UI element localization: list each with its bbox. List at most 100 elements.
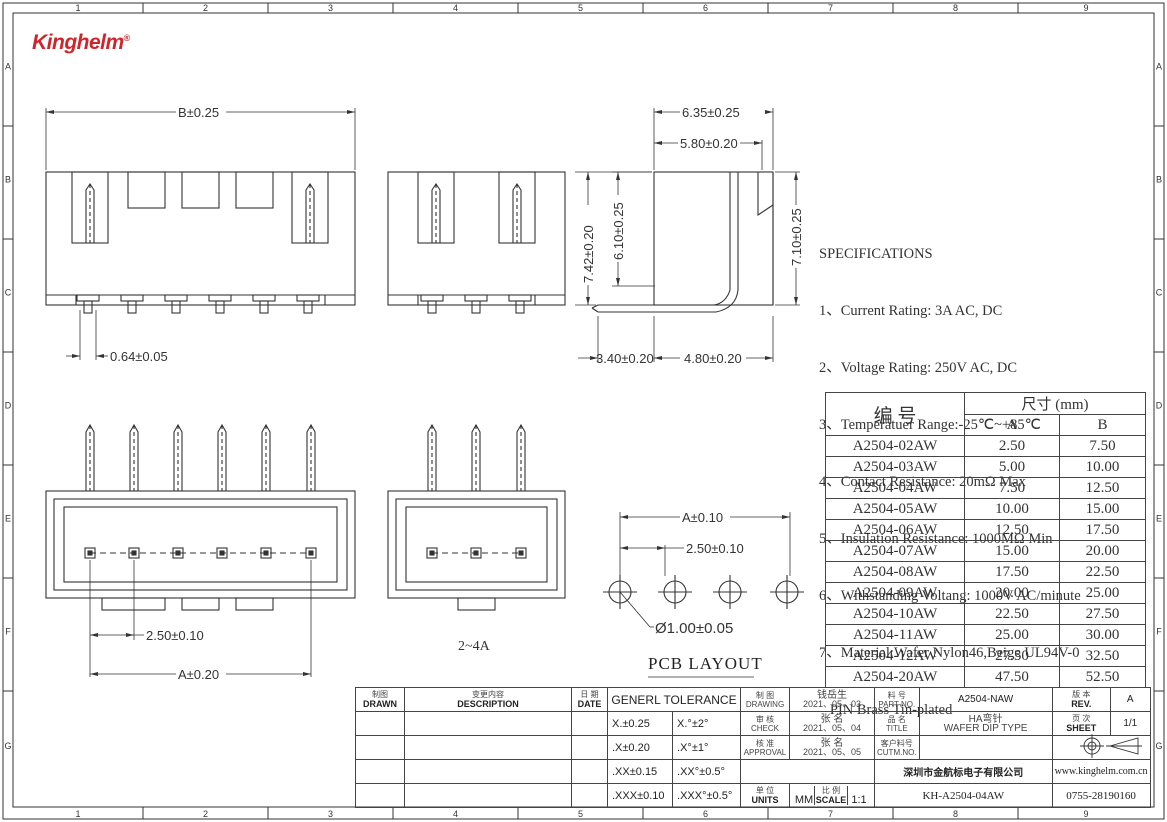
pin-foot <box>171 300 181 314</box>
dim-side-b1: 3.40±0.20 <box>596 351 654 366</box>
size-cell-code: A2504-12AW <box>825 645 965 667</box>
sheet-value: 1/1 <box>1110 711 1151 736</box>
column-number: 8 <box>953 809 958 819</box>
pin-base <box>208 294 232 302</box>
column-number: 3 <box>328 3 333 13</box>
column-number: 8 <box>953 3 958 13</box>
size-cell-code: A2504-11AW <box>825 624 965 646</box>
pin-base <box>252 294 276 302</box>
top-view <box>45 423 356 611</box>
pin-foot <box>303 300 313 314</box>
tol-cell: X.°±2° <box>672 711 741 736</box>
size-table-header-code: 编 号 <box>825 392 965 436</box>
size-cell-a: 10.00 <box>964 498 1060 520</box>
pin-foot <box>427 300 437 314</box>
column-number: 5 <box>578 3 583 13</box>
dim-pcb-pitch: 2.50±0.10 <box>686 541 744 556</box>
size-cell-b: 17.50 <box>1059 519 1146 541</box>
small-front-view <box>387 171 566 314</box>
size-cell-code: A2504-06AW <box>825 519 965 541</box>
pin-square <box>128 547 140 559</box>
size-cell-code: A2504-07AW <box>825 540 965 562</box>
column-number: 7 <box>828 3 833 13</box>
row-letter: A <box>1156 62 1162 72</box>
size-cell-code: A2504-05AW <box>825 498 965 520</box>
pin-square <box>470 547 482 559</box>
size-table-col-a: A <box>964 414 1060 436</box>
size-cell-code: A2504-09AW <box>825 582 965 604</box>
row-letter: F <box>1156 627 1162 637</box>
dim-pin-width: 0.64±0.05 <box>110 349 168 364</box>
row-letter: D <box>1156 401 1163 411</box>
pin-foot <box>259 300 269 314</box>
dim-pcb-span: A±0.10 <box>682 510 723 525</box>
column-number: 7 <box>828 809 833 819</box>
size-cell-a: 20.00 <box>964 582 1060 604</box>
column-number: 5 <box>578 809 583 819</box>
size-cell-b: 12.50 <box>1059 477 1146 499</box>
dim-side-b2: 4.80±0.20 <box>684 351 742 366</box>
size-cell-b: 15.00 <box>1059 498 1146 520</box>
dim-front-width: B±0.25 <box>178 105 219 120</box>
pin-base <box>76 294 100 302</box>
size-cell-code: A2504-03AW <box>825 456 965 478</box>
column-number: 3 <box>328 809 333 819</box>
pin-base <box>420 294 444 302</box>
tolerance-title: GENERL TOLERANCE <box>607 687 741 712</box>
pin-foot <box>215 300 225 314</box>
row-letter: C <box>1156 288 1163 298</box>
scale-value: 1:1 <box>851 793 867 806</box>
side-view <box>591 171 774 313</box>
size-table-col-b: B <box>1059 414 1146 436</box>
row-letter: F <box>5 627 11 637</box>
pcb-layout-title: PCB LAYOUT <box>648 654 763 673</box>
column-number: 6 <box>703 3 708 13</box>
tol-cell: .XX±0.15 <box>606 759 674 784</box>
tol-cell: .XXX±0.10 <box>606 783 674 808</box>
column-number: 2 <box>203 3 208 13</box>
row-letter: B <box>5 175 11 185</box>
brand-logo: Kinghelm® <box>32 31 130 54</box>
column-number: 9 <box>1083 809 1088 819</box>
dim-top-span: A±0.20 <box>178 667 219 682</box>
size-cell-a: 25.00 <box>964 624 1060 646</box>
company-website: www.kinghelm.com.cn <box>1051 759 1151 784</box>
row-letter: A <box>5 62 11 72</box>
pin-center <box>175 550 181 556</box>
units-value: MM <box>794 793 814 806</box>
size-cell-b: 32.50 <box>1059 645 1146 667</box>
size-cell-b: 27.50 <box>1059 603 1146 625</box>
tol-cell: .X±0.20 <box>606 735 674 760</box>
size-cell-b: 20.00 <box>1059 540 1146 562</box>
dim-top-pitch: 2.50±0.10 <box>146 628 204 643</box>
size-cell-code: A2504-10AW <box>825 603 965 625</box>
size-cell-a: 15.00 <box>964 540 1060 562</box>
size-cell-a: 47.50 <box>964 666 1060 688</box>
tol-cell: .XX°±0.5° <box>672 759 741 784</box>
pin-base <box>296 294 320 302</box>
dim-side-h2: 6.10±0.25 <box>611 202 626 260</box>
dim-pcb-hole: Ø1.00±0.05 <box>655 620 733 637</box>
